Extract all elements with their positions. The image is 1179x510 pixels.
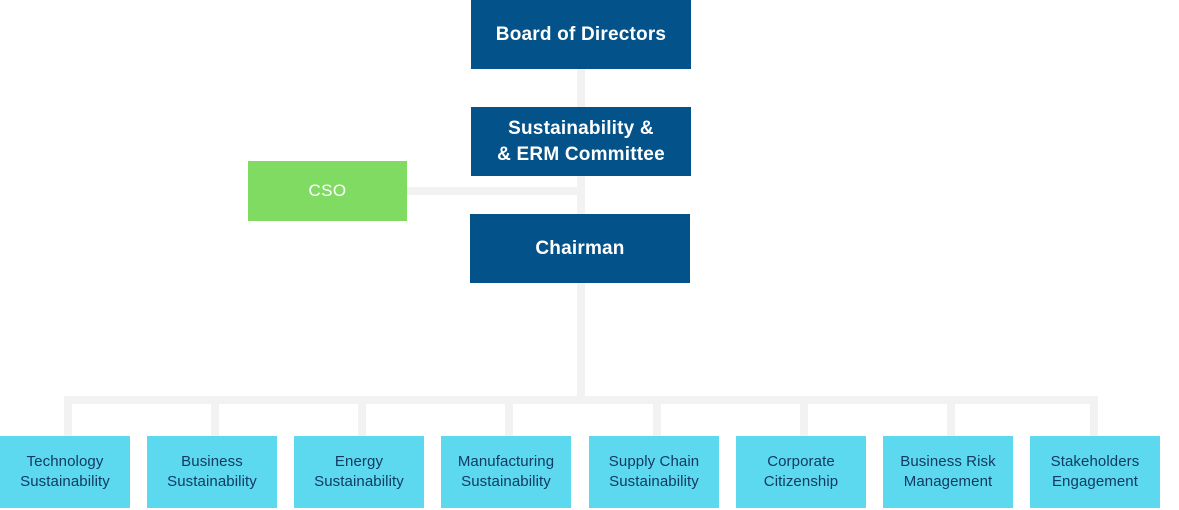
connector-board-to-committee [577,69,585,107]
node-energy-sustainability-label: Energy Sustainability [314,453,404,490]
connector-chairman-to-bus [577,283,585,400]
node-board-of-directors[interactable]: Board of Directors [471,0,691,69]
connector-committee-to-chairman [577,176,585,214]
connector-drop-business-risk-management [947,396,955,436]
node-chairman[interactable]: Chairman [470,214,690,283]
connector-drop-corporate-citizenship [800,396,808,436]
node-cso[interactable]: CSO [248,161,407,221]
node-energy-sustainability[interactable]: Energy Sustainability [294,436,424,508]
connector-drop-manufacturing-sustainability [505,396,513,436]
node-chairman-label: Chairman [535,237,625,259]
connector-drop-supply-chain-sustainability [653,396,661,436]
node-corporate-citizenship-label: Corporate Citizenship [763,453,839,490]
node-technology-sustainability-label: Technology Sustainability [20,453,110,490]
node-board-of-directors-label: Board of Directors [495,23,667,45]
node-manufacturing-sustainability-label: Manufacturing Sustainability [457,453,555,490]
node-manufacturing-sustainability[interactable]: Manufacturing Sustainability [441,436,571,508]
connector-drop-business-sustainability [211,396,219,436]
node-sustainability-erm-committee-label: Sustainability & & ERM Committee [497,118,665,165]
node-business-sustainability-label: Business Sustainability [167,453,257,490]
connector-cso-to-trunk [407,187,585,195]
connector-drop-stakeholders-engagement [1090,396,1098,436]
node-sustainability-erm-committee[interactable]: Sustainability & & ERM Committee [471,107,691,176]
node-supply-chain-sustainability-label: Supply Chain Sustainability [608,453,700,490]
node-cso-label: CSO [308,180,347,200]
node-business-risk-management-label: Business Risk Management [900,453,996,490]
node-supply-chain-sustainability[interactable]: Supply Chain Sustainability [589,436,719,508]
node-stakeholders-engagement[interactable]: Stakeholders Engagement [1030,436,1160,508]
node-stakeholders-engagement-label: Stakeholders Engagement [1050,453,1140,490]
connector-drop-energy-sustainability [358,396,366,436]
node-business-sustainability[interactable]: Business Sustainability [147,436,277,508]
node-business-risk-management[interactable]: Business Risk Management [883,436,1013,508]
node-corporate-citizenship[interactable]: Corporate Citizenship [736,436,866,508]
node-technology-sustainability[interactable]: Technology Sustainability [0,436,130,508]
connector-drop-technology-sustainability [64,396,72,436]
connector-horizontal-bus [65,396,1097,404]
